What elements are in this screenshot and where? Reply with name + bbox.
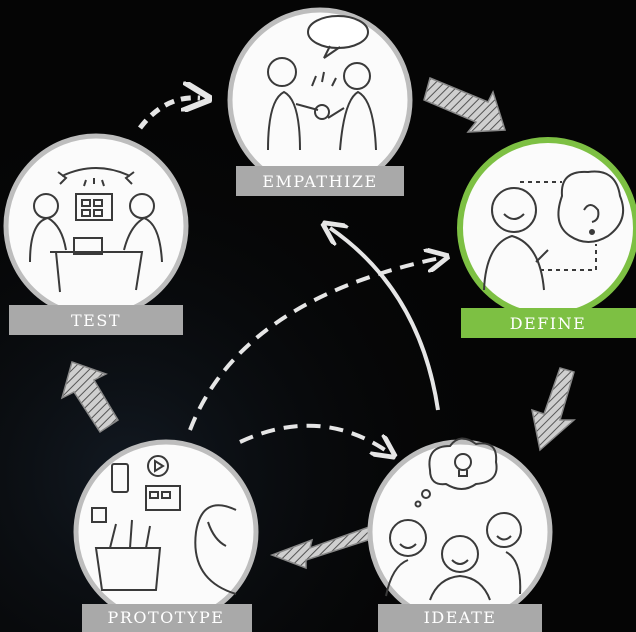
stage-test: TEST: [6, 136, 186, 335]
stage-label-test: TEST: [71, 311, 121, 330]
stage-define: DEFINE: [460, 140, 636, 338]
stage-empathize: EMPATHIZE: [230, 10, 410, 196]
stage-label-define: DEFINE: [510, 314, 587, 333]
stage-label-ideate: IDEATE: [424, 608, 497, 627]
stage-label-empathize: EMPATHIZE: [262, 172, 377, 191]
stage-label-prototype: PROTOTYPE: [108, 608, 225, 627]
